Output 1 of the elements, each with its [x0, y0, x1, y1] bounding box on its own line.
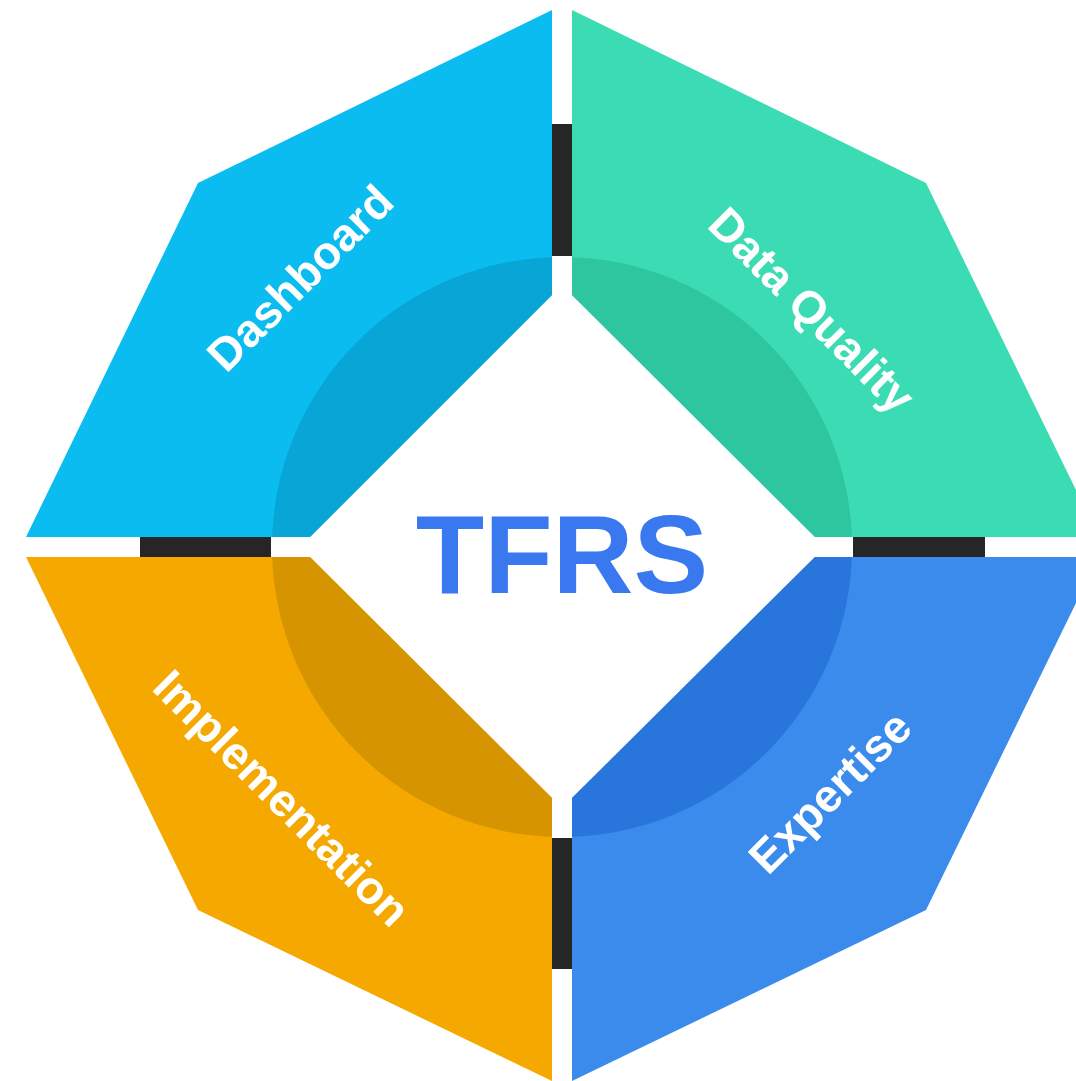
center-title: TFRS	[415, 499, 709, 611]
